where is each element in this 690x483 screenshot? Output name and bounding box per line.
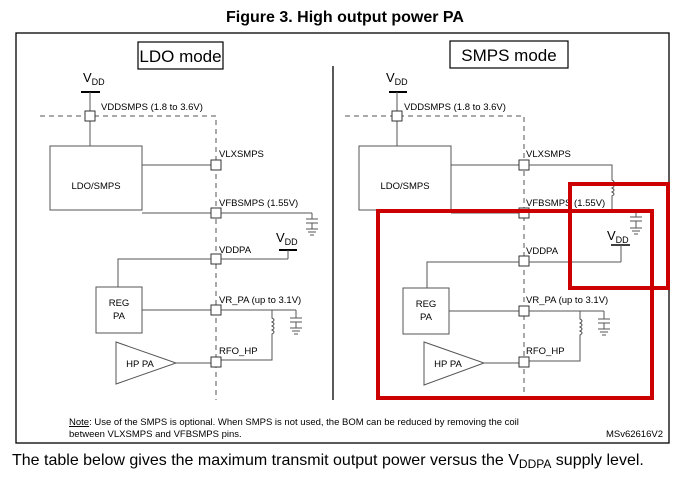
ldo-block-reg-pa-line1: REG [109, 298, 130, 309]
smps-pin-vr-pa [518, 305, 530, 317]
ldo-panel: LDO mode VDD VDDSMPS (1.8 to 3.6V) LDO/S… [40, 41, 318, 400]
smps-vdd-top-label: VDD [386, 70, 408, 87]
ldo-block-hp-pa-label: HP PA [126, 359, 154, 370]
figure-note-line1: Note: Use of the SMPS is optional. When … [69, 417, 519, 428]
smps-block-ldo-smps-label: LDO/SMPS [380, 181, 429, 192]
smps-mode-label-box [449, 40, 569, 69]
smps-block-reg-pa-line2: PA [420, 312, 433, 323]
smps-pin-vr-pa-label: VR_PA (up to 3.1V) [526, 295, 608, 306]
smps-pin-vddpa [518, 255, 530, 267]
highlight-box-pa-region [376, 209, 654, 400]
smps-pin-vddsmps-label: VDDSMPS (1.8 to 3.6V) [404, 102, 506, 113]
ldo-package-boundary [40, 115, 217, 400]
figure-reference-code: MSv62616V2 [606, 429, 663, 440]
ldo-pin-vfbsmps [210, 207, 222, 219]
ldo-pin-rfo-hp [210, 356, 222, 368]
smps-pin-vfbsmps-label: VFBSMPS (1.55V) [526, 198, 605, 209]
ldo-pin-vr-pa [210, 304, 222, 316]
caption-text-end: supply level. [551, 452, 644, 469]
smps-vfb-capacitor-icon [630, 213, 642, 235]
smps-pin-rfo-hp-label: RFO_HP [526, 346, 565, 357]
smps-vrpa-capacitor-icon [598, 311, 610, 336]
smps-wire-vddpa-left [426, 261, 519, 288]
ldo-vdd-top-label: VDD [83, 70, 105, 87]
highlight-box-vdd-supply [568, 182, 670, 290]
smps-block-reg-pa-line1: REG [416, 299, 437, 310]
ldo-pin-vddsmps [84, 110, 96, 122]
smps-pin-vddpa-label: VDDPA [526, 246, 559, 257]
caption-text: The table below gives the maximum transm… [12, 452, 519, 469]
smps-pin-rfo-hp [518, 356, 530, 368]
smps-pin-vlxsmps [518, 159, 530, 171]
smps-mode-label: SMPS mode [461, 46, 556, 65]
ldo-mode-label: LDO mode [139, 47, 221, 66]
ldo-wire-vddpa-left [117, 258, 211, 287]
ldo-block-reg-pa [95, 286, 143, 334]
ldo-vfb-capacitor-icon [306, 213, 318, 236]
ldo-vdd-pa-label: VDD [276, 230, 298, 247]
smps-block-reg-pa [402, 287, 450, 335]
figure-note-line2: between VLXSMPS and VFBSMPS pins. [69, 429, 242, 440]
ldo-pin-vr-pa-label: VR_PA (up to 3.1V) [219, 295, 301, 306]
ldo-vrpa-capacitor-icon [290, 310, 302, 335]
note-label: Note [69, 417, 89, 428]
smps-block-ldo-smps [358, 145, 452, 211]
ldo-pin-rfo-hp-label: RFO_HP [219, 346, 258, 357]
ldo-pin-vlxsmps [210, 159, 222, 171]
smps-pa-inductor-icon [529, 311, 583, 362]
ldo-pin-vddsmps-label: VDDSMPS (1.8 to 3.6V) [101, 102, 203, 113]
ldo-mode-label-box [137, 41, 224, 70]
ldo-pin-vfbsmps-label: VFBSMPS (1.55V) [219, 198, 298, 209]
ldo-block-ldo-smps [49, 145, 143, 211]
ldo-pa-inductor-icon [221, 310, 275, 361]
caption-subscript: DDPA [518, 457, 552, 471]
smps-block-hp-pa-label: HP PA [434, 359, 462, 370]
ldo-pin-vlxsmps-label: VLXSMPS [219, 149, 264, 160]
ldo-block-ldo-smps-label: LDO/SMPS [71, 181, 120, 192]
figure-title: Figure 3. High output power PA [226, 9, 464, 26]
smps-pin-vlxsmps-label: VLXSMPS [526, 149, 571, 160]
smps-panel: SMPS mode VDD VDDSMPS (1.8 to 3.6V) LDO/… [345, 40, 642, 400]
smps-block-hp-pa [423, 341, 486, 386]
ldo-pin-vddpa-label: VDDPA [219, 245, 252, 256]
ldo-block-hp-pa [115, 341, 178, 385]
body-caption: The table below gives the maximum transm… [12, 452, 644, 471]
smps-vdd-pa-label: VDD [607, 228, 629, 245]
ldo-block-reg-pa-line2: PA [113, 311, 126, 322]
smps-pin-vddsmps [391, 110, 403, 122]
